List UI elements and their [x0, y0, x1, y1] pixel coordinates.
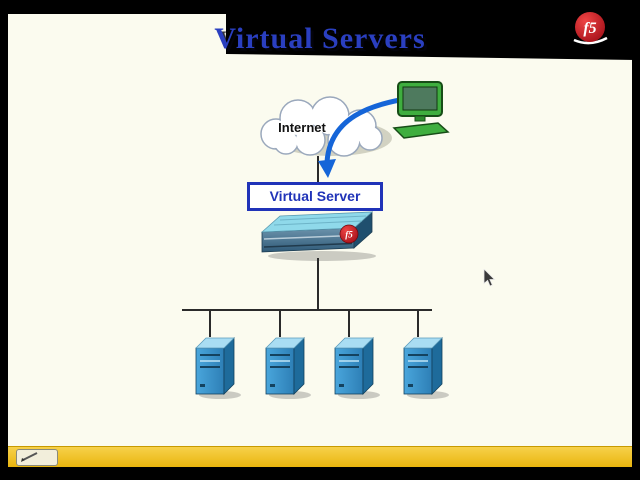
server-icon-3 — [334, 337, 380, 399]
internet-label: Internet — [278, 120, 326, 135]
f5-logo: f5 — [573, 12, 608, 45]
drop-line-3 — [348, 311, 350, 337]
appliance-shadow — [268, 251, 376, 261]
bottom-toolbar — [8, 446, 632, 467]
drop-line-4 — [417, 311, 419, 337]
slide-title: Virtual Servers — [214, 22, 426, 55]
mouse-cursor — [483, 269, 496, 287]
connector-line-appliance-bus — [317, 258, 319, 310]
drop-line-2 — [279, 311, 281, 337]
appliance-f5-ball — [339, 224, 359, 244]
pen-tool-icon — [21, 452, 38, 462]
arrow-head — [318, 159, 336, 178]
appliance-top-groove-2 — [273, 220, 363, 226]
client-computer-icon — [392, 81, 450, 139]
keyboard-base — [392, 122, 450, 139]
cloud-fill — [262, 98, 381, 155]
f5-logo-swoosh — [573, 36, 608, 45]
server-icon-4 — [403, 337, 449, 399]
appliance-stripe-light — [263, 234, 353, 240]
top-black-band — [226, 0, 640, 60]
appliance-stripe-dark — [263, 242, 353, 248]
monitor-stand — [414, 115, 426, 122]
server-icon-2 — [265, 337, 311, 399]
appliance-top-groove-1 — [279, 215, 367, 221]
server-icon-1 — [195, 337, 241, 399]
f5-logo-ball — [575, 12, 605, 42]
f5-logo-text: f5 — [583, 20, 596, 37]
connector-line-cloud-box — [317, 156, 319, 184]
virtual-server-box: Virtual Server — [247, 182, 383, 211]
internet-cloud-icon: Internet — [260, 96, 392, 157]
pen-tool-button[interactable] — [16, 449, 58, 466]
monitor-screen — [402, 86, 438, 111]
appliance-f5-text: f5 — [345, 230, 353, 240]
bigip-appliance-icon: f5 — [260, 211, 376, 261]
network-bus-line — [182, 309, 432, 311]
drop-line-1 — [209, 311, 211, 337]
